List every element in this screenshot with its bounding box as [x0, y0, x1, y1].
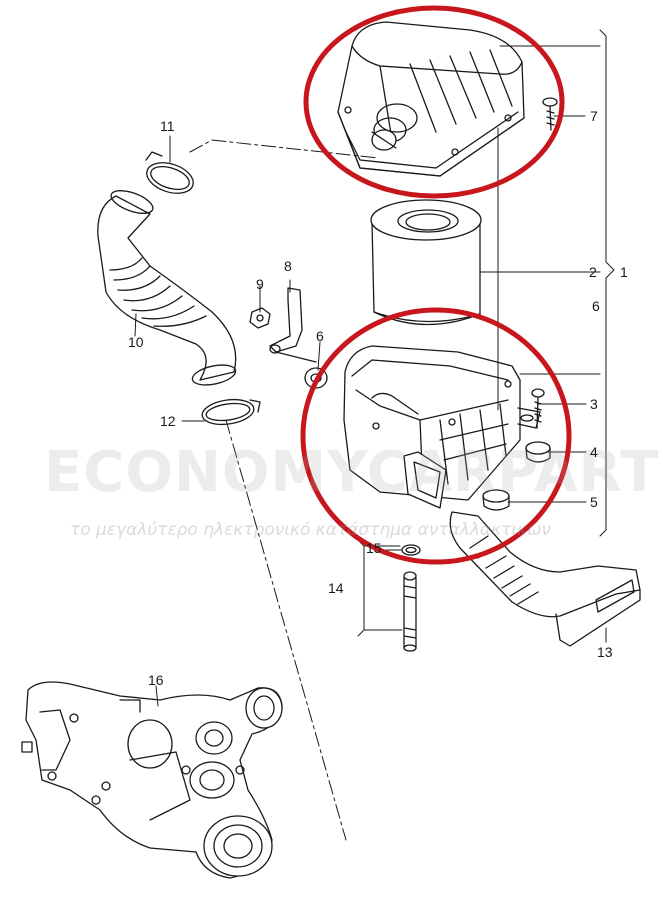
callout-4: 4 — [590, 444, 598, 460]
leader-lines — [134, 29, 615, 707]
o-ring-15 — [401, 544, 421, 556]
callout-12: 12 — [160, 413, 176, 429]
clamp-12 — [201, 398, 261, 426]
callout-11: 11 — [160, 118, 175, 134]
callout-14: 14 — [328, 580, 344, 596]
callout-13: 13 — [597, 644, 613, 660]
callout-6-left: 6 — [316, 328, 324, 344]
nut-9 — [249, 307, 271, 329]
air-filter-lower-housing — [343, 345, 541, 509]
callout-1: 1 — [620, 264, 628, 280]
callout-5: 5 — [590, 494, 598, 510]
callout-15: 15 — [366, 540, 382, 556]
callout-3: 3 — [590, 396, 598, 412]
clamp-11 — [145, 151, 194, 194]
callout-8: 8 — [284, 258, 292, 274]
bolt-3 — [531, 388, 545, 429]
grommet-4 — [525, 441, 551, 463]
watermark-brand: ECONOMYCARPARTS.gr — [44, 440, 663, 505]
bracket-8 — [269, 287, 317, 363]
air-filter-cover — [337, 21, 525, 177]
highlight-circle-lower-housing — [300, 307, 572, 565]
rubber-buffer-5 — [482, 489, 510, 511]
callout-16: 16 — [148, 672, 164, 688]
pin-14 — [403, 571, 417, 652]
bolt-7 — [542, 97, 558, 131]
turbocharger-16 — [21, 681, 283, 879]
watermark-tagline: το μεγαλύτερο ηλεκτρονικό κατάστημα αντα… — [70, 520, 551, 540]
intake-hose-10 — [97, 190, 237, 386]
callout-6-right: 6 — [592, 298, 600, 314]
callout-9: 9 — [256, 276, 264, 292]
callout-2: 2 — [589, 264, 597, 280]
callout-10: 10 — [128, 334, 144, 350]
callout-7: 7 — [590, 108, 598, 124]
highlight-circle-cover — [303, 5, 565, 199]
filter-element — [370, 199, 482, 326]
